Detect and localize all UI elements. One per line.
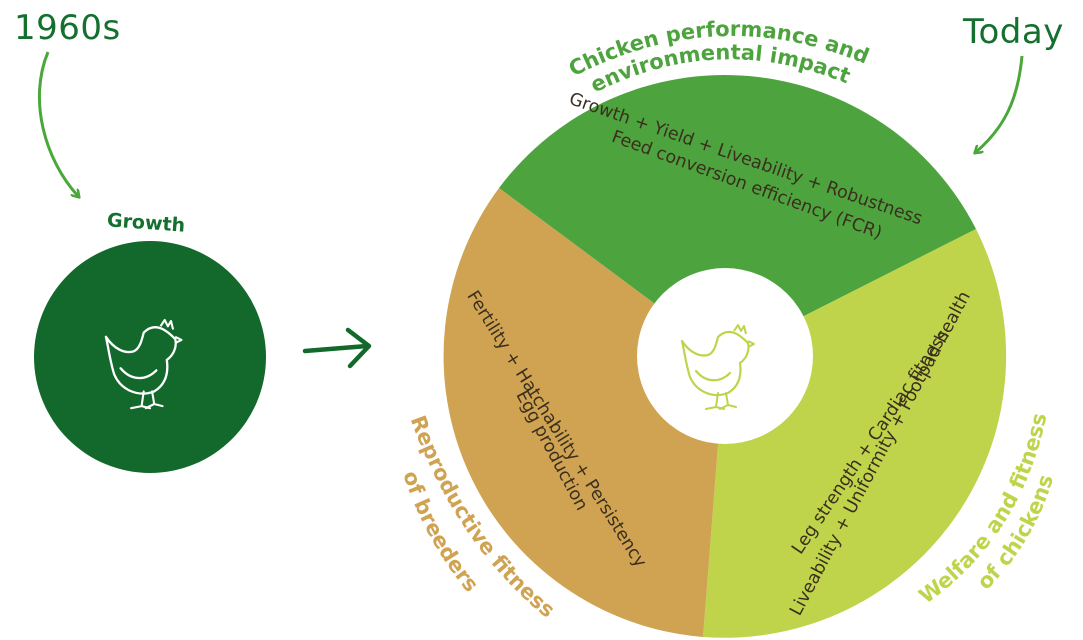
era-label-today: Today (963, 12, 1064, 52)
curved-arrow-icon (976, 55, 1024, 152)
growth-circle (34, 241, 266, 473)
segment-reproductive (443, 188, 725, 637)
segment-performance (499, 75, 976, 357)
curved-arrow-icon (37, 51, 78, 196)
growth-label: Growth (106, 209, 186, 236)
center-circle (637, 268, 813, 444)
right-arrow-icon (302, 327, 372, 369)
era-label-1960s: 1960s (14, 8, 121, 48)
